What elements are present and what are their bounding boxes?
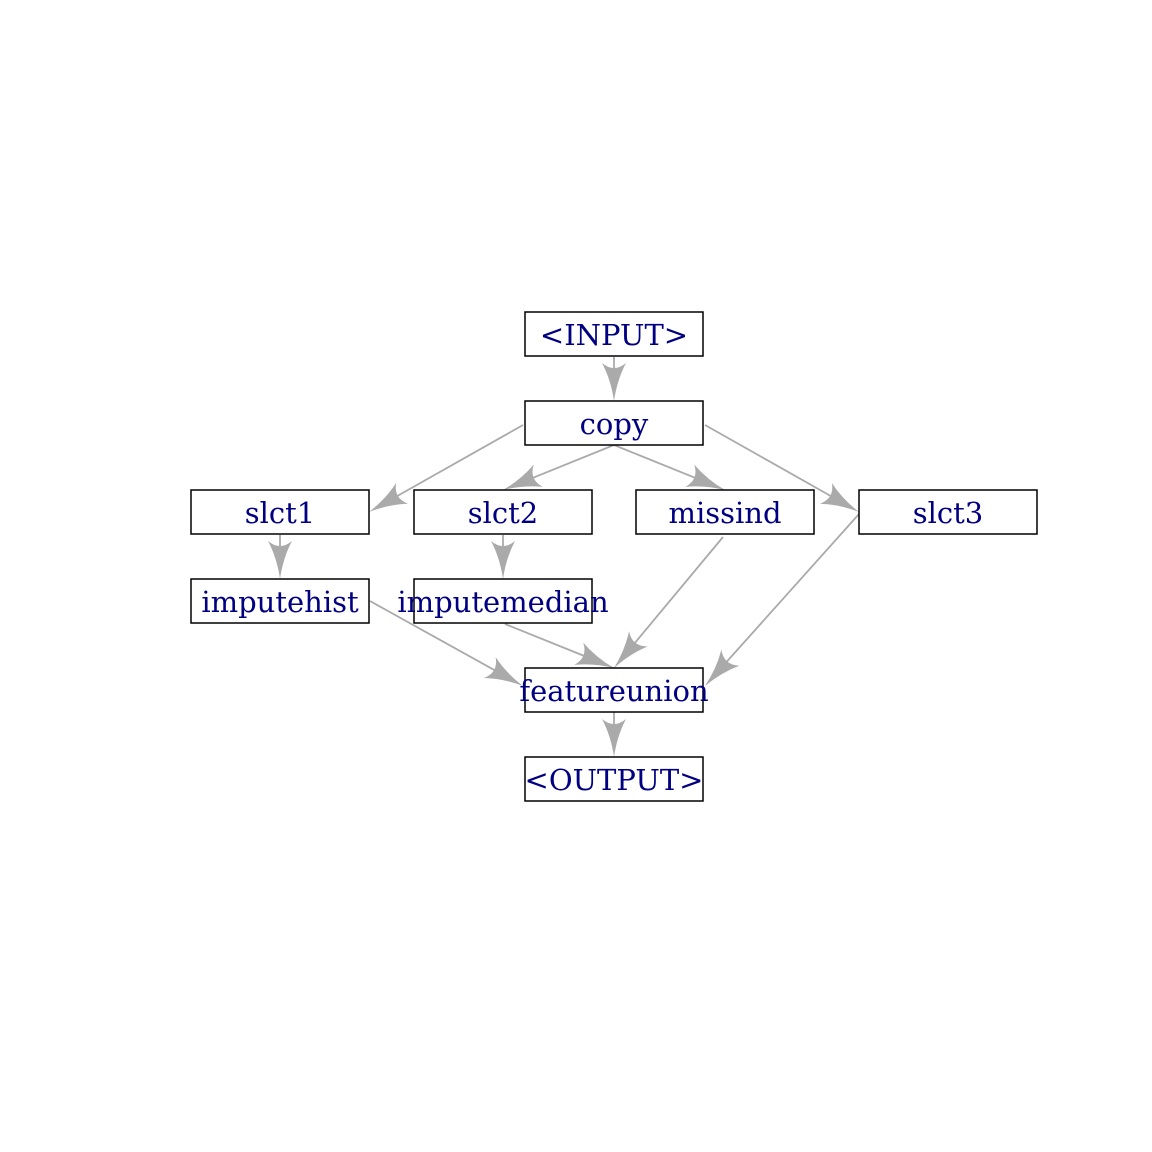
- node-box: [413, 489, 593, 535]
- arrowhead: [685, 464, 725, 490]
- node-slct3: slct3: [858, 489, 1038, 535]
- edge-line: [704, 424, 832, 498]
- edge-line: [532, 444, 615, 479]
- edge-line: [369, 600, 496, 672]
- node-output: <OUTPUT>: [524, 756, 704, 802]
- edge-featureunion-to-output: [602, 712, 626, 757]
- arrowhead: [369, 482, 408, 512]
- edge-imputemedian-to-featureunion: [504, 623, 614, 668]
- node-box: [413, 578, 593, 624]
- node-label: slct1: [245, 496, 316, 530]
- node-label: featureunion: [519, 674, 708, 708]
- arrowhead: [268, 541, 292, 579]
- node-box: [190, 578, 370, 624]
- node-slct2: slct2: [413, 489, 593, 535]
- edge-copy-to-slct2: [503, 444, 615, 490]
- node-imputehist: imputehist: [190, 578, 370, 624]
- node-imputemedian: imputemedian: [397, 578, 609, 624]
- node-slct1: slct1: [190, 489, 370, 535]
- node-featureunion: featureunion: [519, 667, 709, 713]
- arrowhead: [820, 482, 859, 512]
- arrowhead: [705, 649, 740, 686]
- node-label: slct3: [913, 496, 984, 530]
- edge-line: [725, 513, 860, 663]
- node-label: missind: [668, 496, 781, 530]
- node-label: imputemedian: [397, 585, 608, 619]
- node-box: [524, 667, 704, 713]
- node-box: [524, 311, 704, 357]
- edge-line: [396, 424, 524, 498]
- node-box: [858, 489, 1038, 535]
- arrowhead: [483, 657, 523, 686]
- edge-copy-to-slct1: [369, 424, 524, 512]
- node-label: slct2: [468, 496, 539, 530]
- node-copy: copy: [524, 400, 704, 446]
- edge-imputehist-to-featureunion: [369, 600, 523, 686]
- node-label: <INPUT>: [540, 318, 688, 352]
- edge-line: [613, 444, 696, 479]
- edges-layer: [268, 357, 860, 757]
- node-label: copy: [580, 407, 649, 441]
- edge-copy-to-missind: [613, 444, 725, 490]
- node-box: [524, 400, 704, 446]
- arrowhead: [602, 719, 626, 757]
- edge-input-to-copy: [602, 357, 626, 401]
- edge-line: [633, 536, 724, 644]
- arrowhead: [602, 363, 626, 401]
- edge-line: [504, 623, 585, 657]
- edge-copy-to-slct3: [704, 424, 859, 512]
- node-missind: missind: [635, 489, 815, 535]
- arrowhead: [614, 631, 648, 668]
- edge-slct1-to-imputehist: [268, 535, 292, 579]
- nodes-layer: <INPUT> copy slct1 slct2 missind slct3 imputeh…: [190, 311, 1038, 802]
- arrowhead: [491, 541, 515, 579]
- arrowhead: [503, 464, 543, 490]
- edge-slct3-to-featureunion: [705, 513, 860, 686]
- arrowhead: [574, 642, 614, 668]
- edge-slct2-to-imputemedian: [491, 535, 515, 579]
- node-box: [524, 756, 704, 802]
- node-box: [635, 489, 815, 535]
- node-box: [190, 489, 370, 535]
- node-label: <OUTPUT>: [525, 763, 704, 797]
- node-input: <INPUT>: [524, 311, 704, 357]
- node-label: imputehist: [201, 585, 359, 619]
- edge-missind-to-featureunion: [614, 536, 724, 668]
